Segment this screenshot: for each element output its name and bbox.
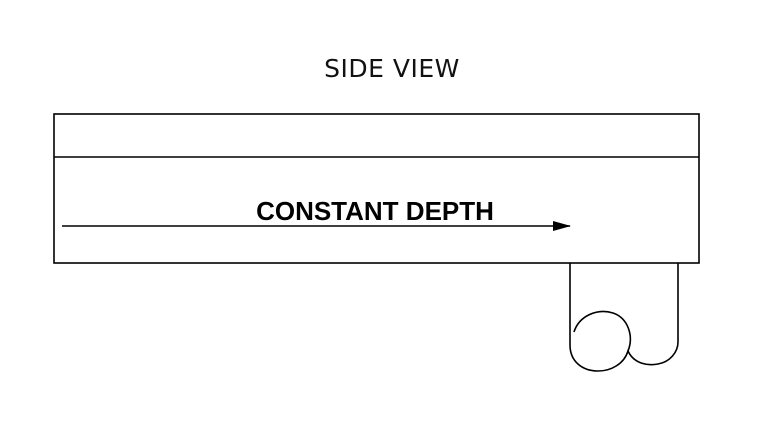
cutter-circle [573, 310, 632, 352]
diagram-title: SIDE VIEW [324, 54, 460, 83]
arrow-label: CONSTANT DEPTH [256, 196, 494, 226]
body-outline [53, 113, 700, 264]
